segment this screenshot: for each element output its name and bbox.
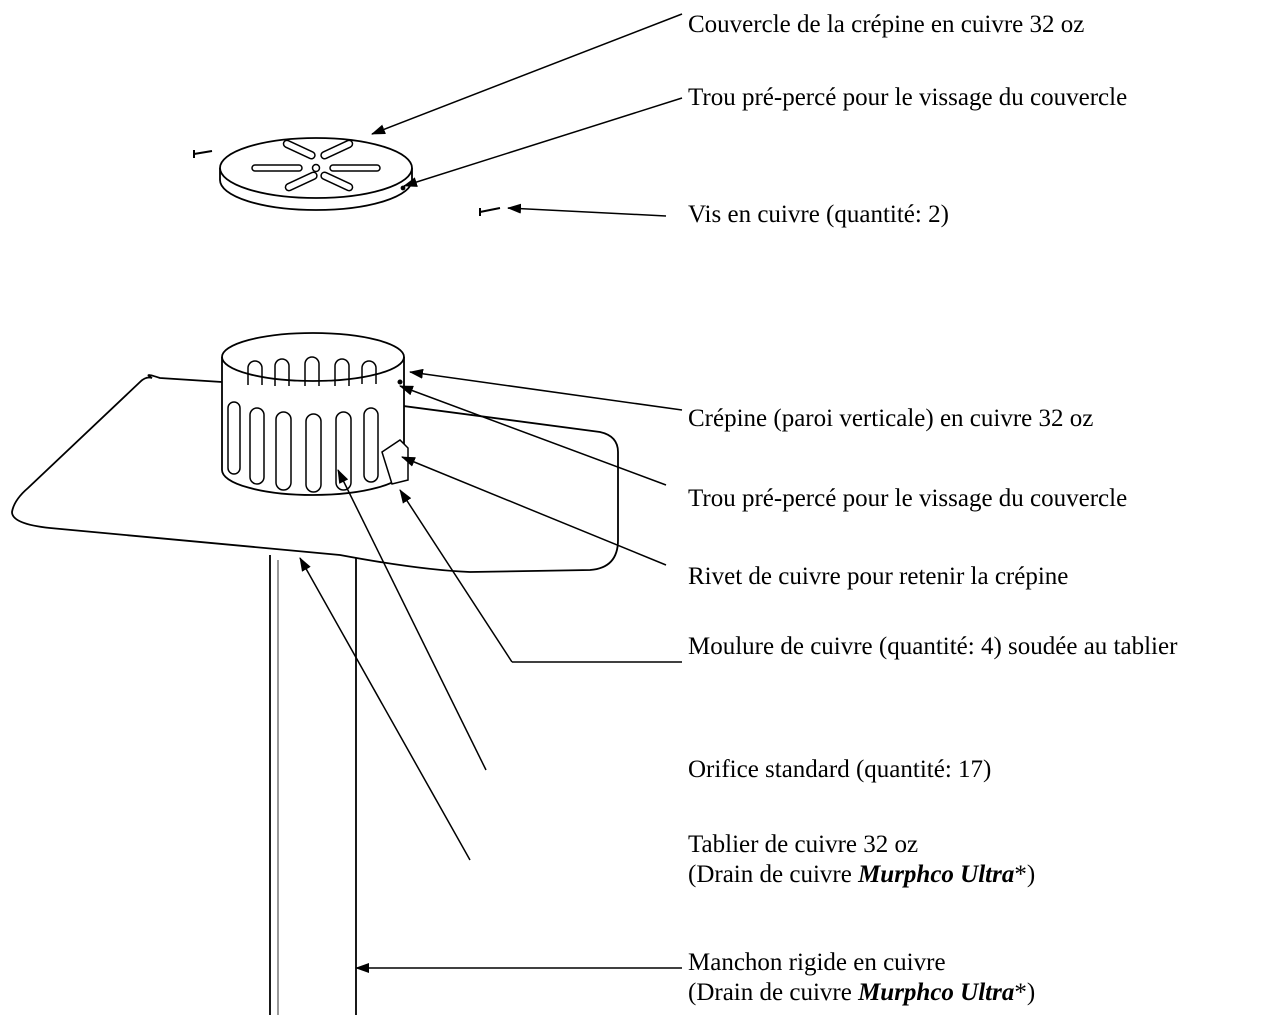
- label-apron: Tablier de cuivre 32 oz (Drain de cuivre…: [688, 830, 1035, 890]
- label-strainer-wall: Crépine (paroi verticale) en cuivre 32 o…: [688, 405, 1094, 432]
- brand-name: Murphco Ultra: [858, 979, 1015, 1006]
- label-screws: Vis en cuivre (quantité: 2): [688, 201, 949, 228]
- strainer-cover: [219, 137, 413, 211]
- label-apron-line1: Tablier de cuivre 32 oz: [688, 831, 919, 858]
- label-cover: Couvercle de la crépine en cuivre 32 oz: [688, 11, 1085, 38]
- cover-slots: [251, 139, 381, 192]
- label-sleeve-line1: Manchon rigide en cuivre: [688, 949, 946, 976]
- copper-screws: [193, 150, 501, 216]
- brand-name: Murphco Ultra: [858, 861, 1015, 888]
- label-molding: Moulure de cuivre (quantité: 4) soudée a…: [688, 633, 1178, 660]
- label-cover-hole: Trou pré-percé pour le vissage du couver…: [688, 84, 1128, 111]
- label-apron-line2: (Drain de cuivre Murphco Ultra*): [688, 861, 1036, 888]
- label-strainer-hole: Trou pré-percé pour le vissage du couver…: [688, 485, 1128, 512]
- label-rivet: Rivet de cuivre pour retenir la crépine: [688, 563, 1069, 590]
- copper-sleeve: [269, 555, 357, 1015]
- leader-lines: [299, 13, 683, 973]
- label-sleeve: Manchon rigide en cuivre (Drain de cuivr…: [688, 948, 1035, 1008]
- label-sleeve-line2: (Drain de cuivre Murphco Ultra*): [688, 979, 1036, 1006]
- strainer-cage: [221, 332, 409, 496]
- label-orifice: Orifice standard (quantité: 17): [688, 756, 992, 783]
